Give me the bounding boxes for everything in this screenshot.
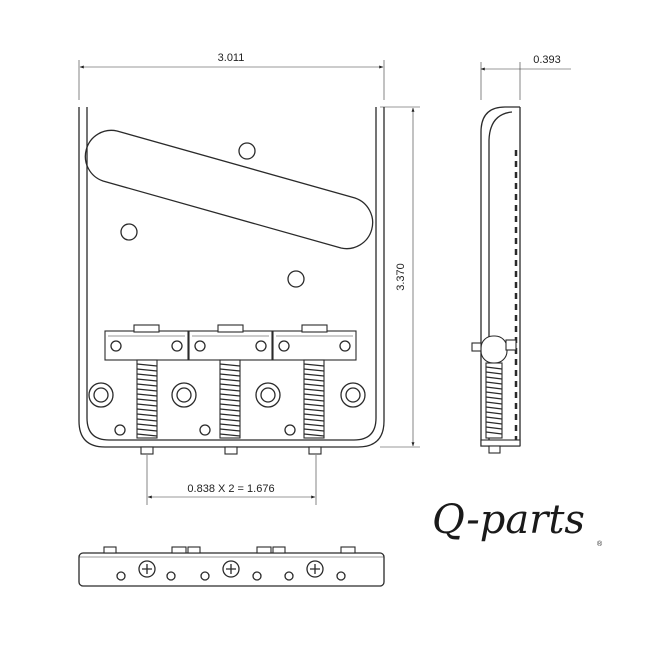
string-hole: [171, 382, 197, 408]
string-spacing-dimension: 0.838 X 2 = 1.676: [146, 455, 317, 505]
saddle-1: [104, 324, 189, 361]
height-dimension: 3.370: [380, 106, 420, 448]
phillips-screw-icon: [222, 560, 240, 578]
pickup-slot: [84, 129, 374, 250]
bridge-rear-view: [78, 546, 385, 587]
mounting-hole: [120, 223, 138, 241]
height-dimension-label: 3.370: [395, 263, 407, 291]
saddle-3: [272, 324, 357, 361]
string-hole: [255, 382, 281, 408]
mounting-hole: [238, 142, 256, 160]
small-hole: [284, 424, 296, 436]
saddle-2: [188, 324, 273, 361]
string-hole: [88, 382, 114, 408]
intonation-spring-1: [136, 359, 158, 439]
small-hole: [199, 424, 211, 436]
width-dimension-label: 3.011: [218, 52, 245, 64]
string-hole: [340, 382, 366, 408]
q-parts-logo: Q-parts ®: [432, 497, 603, 548]
registered-mark: ®: [597, 540, 603, 548]
intonation-spring-2: [219, 359, 241, 439]
small-hole: [114, 424, 126, 436]
logo-text: Q-parts: [432, 497, 585, 543]
bridge-front-view: [78, 107, 385, 455]
string-spacing-label: 0.838 X 2 = 1.676: [187, 483, 274, 495]
depth-dimension: 0.393: [480, 54, 571, 100]
depth-dimension-label: 0.393: [533, 54, 561, 66]
bridge-side-view: [471, 106, 521, 454]
phillips-screw-icon: [138, 560, 156, 578]
intonation-spring-3: [303, 359, 325, 439]
width-dimension: 3.011: [78, 52, 385, 100]
phillips-screw-icon: [306, 560, 324, 578]
mounting-hole: [287, 270, 305, 288]
